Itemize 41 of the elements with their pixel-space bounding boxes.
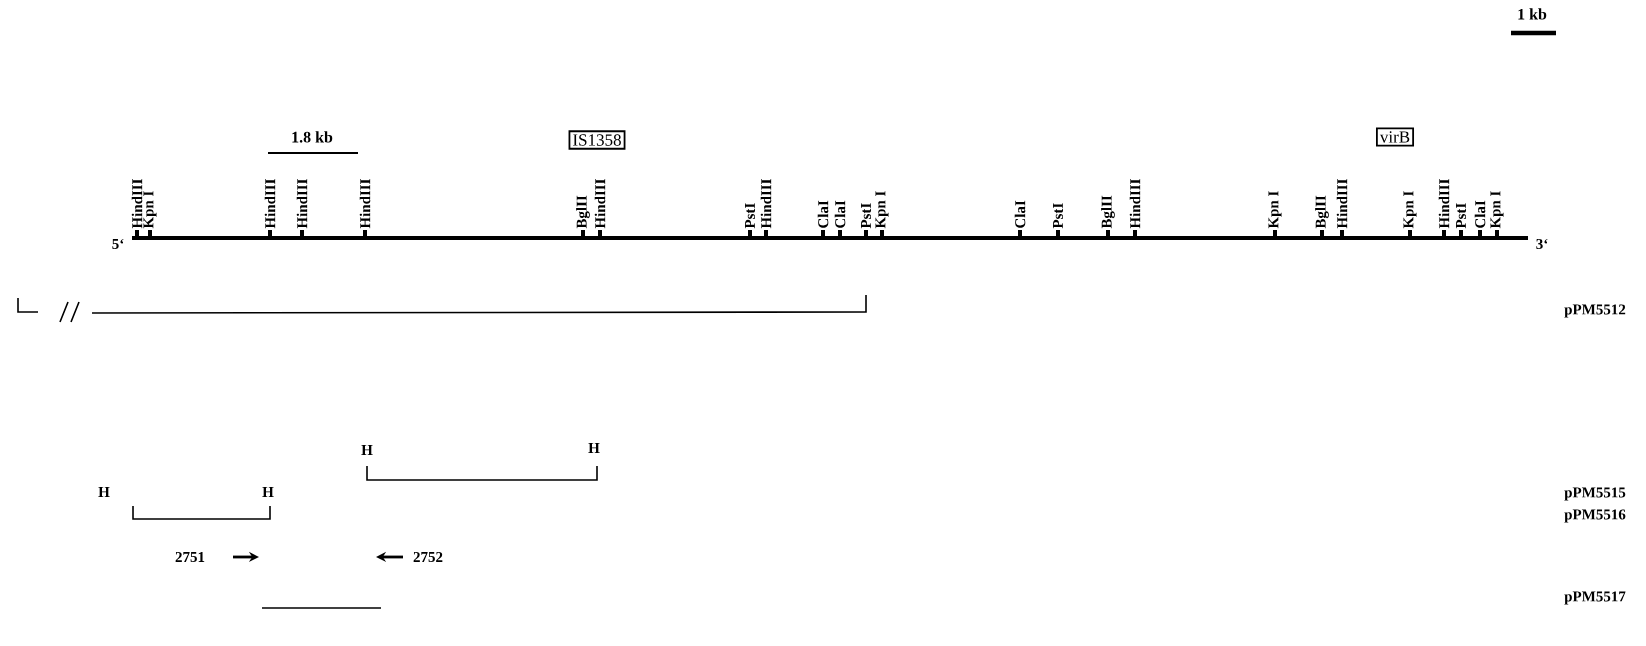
site-label: HindIII — [760, 179, 772, 229]
site-label: H — [98, 487, 110, 497]
site-label: BglII — [1315, 195, 1329, 229]
site-label: ClaI — [834, 200, 846, 228]
site-label: Kpn I — [1268, 191, 1282, 229]
scale-label: 1 kb — [1518, 8, 1547, 20]
clone-name: pPM5516 — [1564, 509, 1626, 523]
site-label: HindIII — [359, 179, 371, 229]
site-label: HindIII — [594, 179, 606, 229]
site-label: Kpn I — [875, 191, 889, 229]
site-label: PstI — [1456, 203, 1466, 229]
site-label: H — [588, 443, 600, 453]
site-label: HindIII — [264, 179, 276, 229]
scale-label: 1.8 kb — [292, 131, 333, 143]
site-label: HindIII — [296, 179, 308, 229]
end-label: 3‘ — [1536, 238, 1548, 250]
clone-name: pPM5517 — [1564, 591, 1626, 605]
site-label: BglII — [1101, 195, 1115, 229]
site-label: PstI — [1053, 203, 1063, 229]
site-label: BglII — [576, 195, 590, 229]
site-label: Kpn I — [143, 191, 157, 229]
primer-label: 2751 — [175, 551, 205, 563]
site-label: Kpn I — [1403, 191, 1417, 229]
site-label: ClaI — [1474, 200, 1486, 228]
site-label: HindIII — [131, 179, 143, 229]
clone-name: pPM5515 — [1564, 487, 1626, 501]
site-label: H — [361, 445, 373, 455]
gene-box: virB — [1376, 127, 1414, 147]
site-label: HindIII — [1336, 179, 1348, 229]
gene-box: IS1358 — [568, 130, 626, 150]
site-label: Kpn I — [1490, 191, 1504, 229]
end-label: 5‘ — [112, 238, 124, 250]
clone-name: pPM5512 — [1564, 304, 1626, 318]
site-label: HindIII — [1129, 179, 1141, 229]
primer-label: 2752 — [413, 551, 443, 563]
site-label: HindIII — [1438, 179, 1450, 229]
site-label: H — [262, 487, 274, 497]
site-label: PstI — [745, 203, 755, 229]
site-label: ClaI — [817, 200, 829, 228]
site-label: ClaI — [1014, 200, 1026, 228]
site-label: PstI — [861, 203, 871, 229]
